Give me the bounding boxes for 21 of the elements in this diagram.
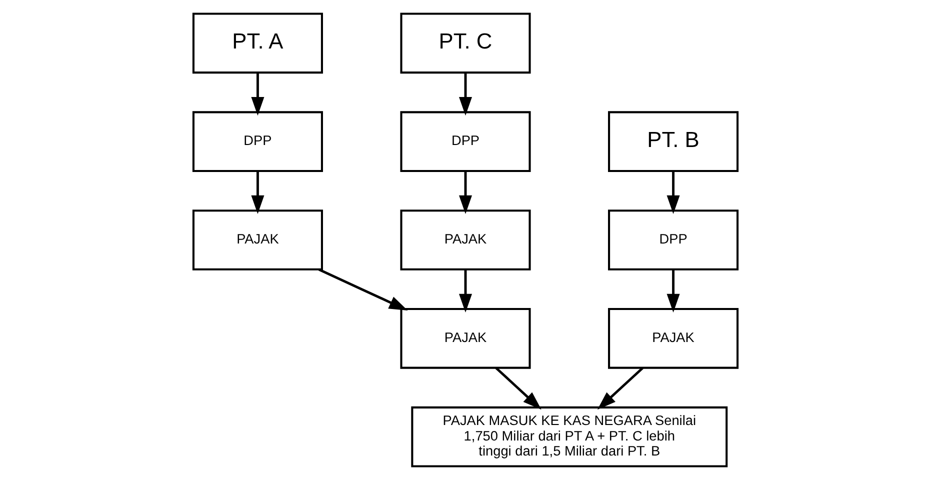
node-box: PAJAK xyxy=(400,308,531,369)
node-box: PT. A xyxy=(192,12,323,74)
node-box: PAJAK MASUK KE KAS NEGARA Senilai 1,750 Miliar dari PT A + PT. C lebih tinggi dari 1,5 Miliar dari PT. B xyxy=(411,406,728,468)
arrow xyxy=(458,72,472,116)
arrow xyxy=(495,367,542,410)
node-box: PT. C xyxy=(400,12,531,74)
arrow xyxy=(666,171,680,214)
arrow xyxy=(251,72,264,116)
node-box: DPP xyxy=(192,111,323,172)
arrow xyxy=(251,171,264,214)
arrow xyxy=(666,270,680,312)
node-box: DPP xyxy=(608,210,739,270)
arrow xyxy=(458,270,472,312)
arrow xyxy=(458,171,472,214)
node-box: DPP xyxy=(400,111,531,172)
arrow xyxy=(597,367,644,410)
arrow xyxy=(318,268,408,310)
node-box: PAJAK xyxy=(400,210,531,270)
node-box: PT. B xyxy=(608,111,739,172)
node-box: PAJAK xyxy=(192,210,323,270)
node-box: PAJAK xyxy=(608,308,739,369)
